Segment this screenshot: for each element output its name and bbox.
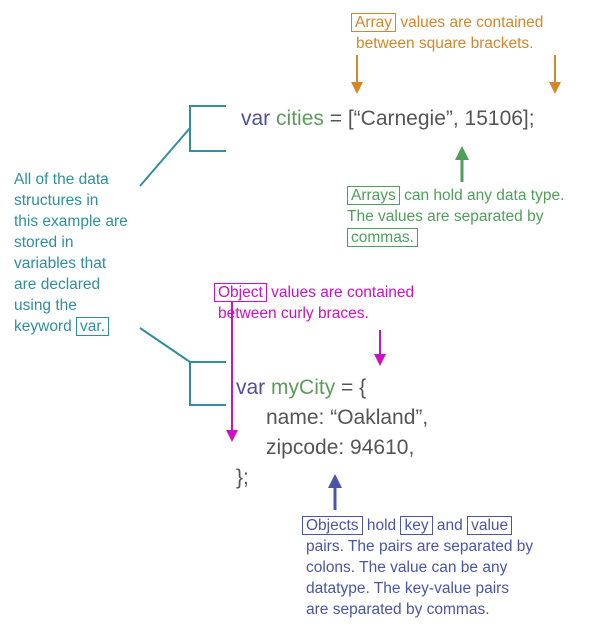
code-mycity: var myCity = { name: “Oakland”, zipcode:…: [236, 376, 429, 489]
array-note: Array values are contained between squar…: [351, 12, 543, 54]
object-label: Object: [214, 283, 267, 302]
value-label: value: [467, 516, 513, 535]
magenta-arrows: [226, 302, 386, 442]
objects-label: Objects: [302, 516, 363, 535]
key-label: key: [400, 516, 433, 535]
objects-note: Objects hold key and value pairs. The pa…: [302, 515, 533, 620]
green-arrow: [455, 146, 469, 182]
orange-arrows: [351, 55, 561, 94]
blue-arrow: [328, 474, 342, 510]
teal-bracket-bottom: [139, 327, 226, 406]
commas-label: commas.: [347, 228, 418, 247]
code-cities: var cities = [“Carnegie”, 15106];: [241, 107, 535, 130]
var-note: All of the data structures in this examp…: [14, 171, 128, 336]
teal-bracket-top: [139, 105, 226, 187]
arrays-label: Arrays: [347, 186, 400, 205]
object-note: Object values are contained between curl…: [214, 282, 414, 324]
var-label: var.: [76, 317, 110, 336]
array-label: Array: [351, 13, 397, 32]
arrays-note: Arrays can hold any data type. The value…: [347, 186, 565, 247]
